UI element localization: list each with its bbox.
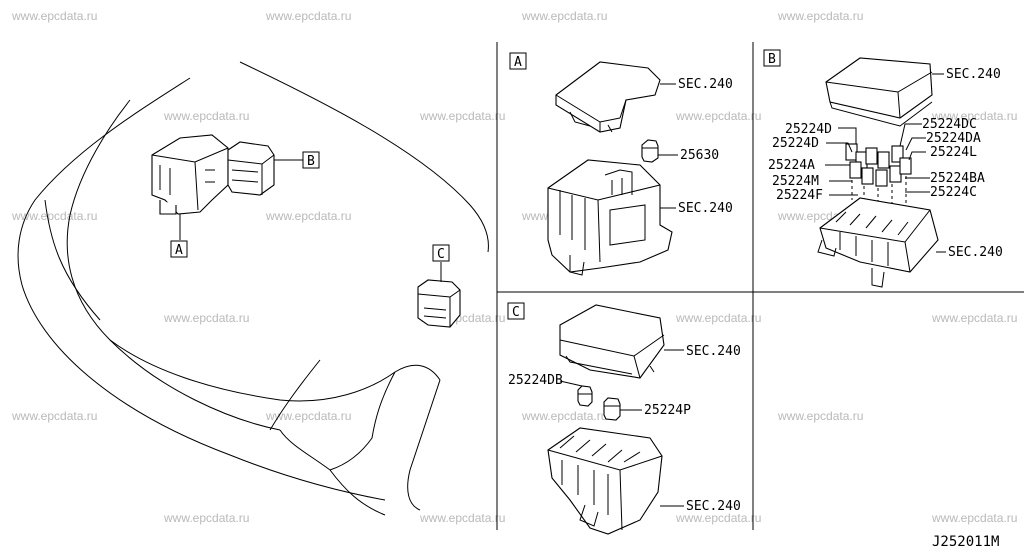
panel-a-label-3: SEC.240 xyxy=(678,201,733,216)
watermark: www.epcdata.ru xyxy=(521,9,607,23)
watermark: www.epcdata.ru xyxy=(11,209,97,223)
diagram-code: J252011M xyxy=(932,534,999,550)
panel-c-label-4: SEC.240 xyxy=(686,499,741,514)
panel-b-label-4: 25224D xyxy=(772,136,819,151)
panel-a-box-label: A xyxy=(514,55,522,70)
panel-c-box-label: C xyxy=(512,305,520,320)
panel-b-label-12: SEC.240 xyxy=(948,245,1003,260)
watermark: www.epcdata.ru xyxy=(777,409,863,423)
overview-callout-c: C xyxy=(432,244,450,262)
vehicle-outline xyxy=(17,61,489,516)
panel-c-label-2: 25224DB xyxy=(508,373,563,388)
watermark: www.epcdata.ru xyxy=(265,209,351,223)
panel-b-label-6: 25224L xyxy=(930,145,977,160)
relay-25224db xyxy=(577,385,593,407)
panel-b-label-2: 25224D xyxy=(785,122,832,137)
overview-relay-block-b xyxy=(227,141,303,196)
panel-b-label-11: 25224C xyxy=(930,185,977,200)
callout-a-label: A xyxy=(175,243,183,258)
panel-b-label-9: 25224BA xyxy=(930,171,985,186)
watermark: www.epcdata.ru xyxy=(419,109,505,123)
panel-c-label-3: 25224P xyxy=(644,403,691,418)
watermark: www.epcdata.ru xyxy=(675,109,761,123)
panel-a: A SEC.240 25630 SEC.240 xyxy=(509,52,733,276)
overview-callout-b: B xyxy=(302,151,320,169)
panel-c: C SEC.240 25224DB 25224P SEC.240 xyxy=(507,302,741,535)
watermark: www.epcdata.ru xyxy=(11,9,97,23)
overview-callout-a: A xyxy=(170,240,188,258)
relay-cluster xyxy=(845,143,912,187)
watermark: www.epcdata.ru xyxy=(777,9,863,23)
watermark: www.epcdata.ru xyxy=(163,311,249,325)
panel-a-label-1: SEC.240 xyxy=(678,77,733,92)
watermark: www.epcdata.ru xyxy=(675,511,761,525)
watermark: www.epcdata.ru xyxy=(163,109,249,123)
panel-b-label-7: 25224A xyxy=(768,158,815,173)
watermark: www.epcdata.ru xyxy=(265,409,351,423)
watermark: www.epcdata.ru xyxy=(931,511,1017,525)
overview-relay-c xyxy=(417,262,461,328)
panel-c-label-1: SEC.240 xyxy=(686,344,741,359)
overview-fuse-block-a xyxy=(151,134,229,240)
watermark: www.epcdata.ru xyxy=(265,9,351,23)
watermark: www.epcdata.ru xyxy=(419,511,505,525)
panel-frame xyxy=(496,42,1024,530)
panel-b-label-5: 25224DA xyxy=(926,131,981,146)
watermark: www.epcdata.ru xyxy=(931,109,1017,123)
relay-block-cover xyxy=(825,57,933,119)
relay-25630 xyxy=(641,139,659,163)
panel-b-label-10: 25224F xyxy=(776,188,823,203)
watermark: www.epcdata.ru xyxy=(163,511,249,525)
panel-b: B SEC.240 xyxy=(763,49,1003,288)
watermark: www.epcdata.ru xyxy=(931,311,1017,325)
watermark: www.epcdata.ru xyxy=(11,409,97,423)
panel-b-box-label: B xyxy=(768,52,776,67)
relay-block-base xyxy=(819,197,939,273)
panel-b-label-8: 25224M xyxy=(772,174,819,189)
panel-b-label-1: SEC.240 xyxy=(946,67,1001,82)
watermark: www.epcdata.ru xyxy=(675,311,761,325)
panel-a-label-2: 25630 xyxy=(680,148,719,163)
watermark: www.epcdata.ru xyxy=(521,409,607,423)
relay-25224p xyxy=(603,397,621,421)
relay-box-cover xyxy=(559,304,665,379)
panel-b-label-3: 25224DC xyxy=(922,117,977,132)
relay-box-base xyxy=(547,427,663,535)
callout-c-label: C xyxy=(437,247,445,262)
callout-b-label: B xyxy=(307,154,315,169)
fuse-block-cover xyxy=(555,61,661,133)
